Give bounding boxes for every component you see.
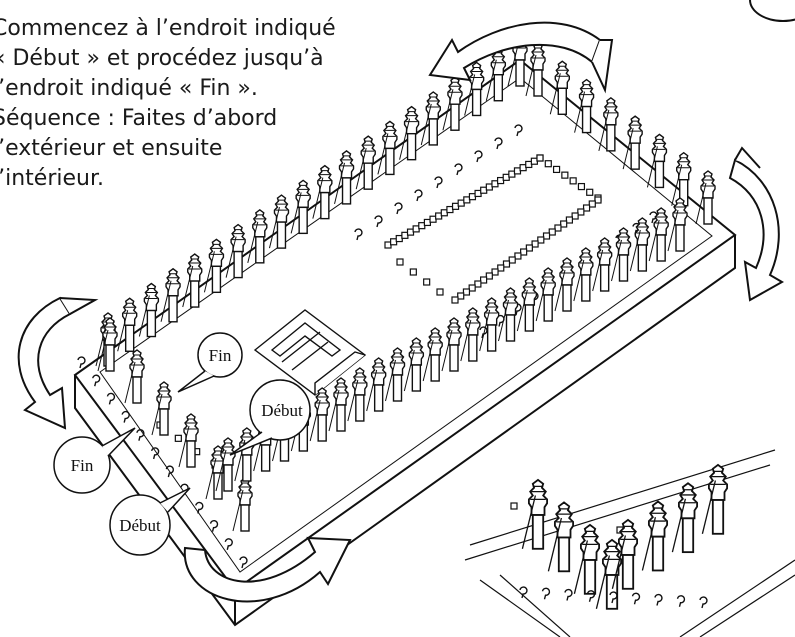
square: [577, 182, 586, 191]
instruction-text: Commencez à l’endroit indiqué « Début » …: [0, 14, 392, 194]
spindle: [573, 523, 601, 595]
square: [582, 204, 591, 212]
hook: [676, 595, 686, 608]
instruction-line-6: l’intérieur.: [0, 166, 104, 191]
callout-debut-inner-label: Début: [261, 401, 303, 420]
square: [468, 284, 476, 292]
square: [451, 296, 459, 304]
square: [474, 280, 482, 288]
square: [571, 212, 579, 220]
instruction-line-2: « Début » et procédez jusqu’à: [0, 46, 324, 71]
hook: [699, 596, 708, 609]
square: [436, 288, 444, 296]
square: [409, 268, 417, 276]
square: [491, 268, 499, 276]
square: [552, 165, 561, 174]
square: [531, 240, 539, 248]
spindle: [641, 500, 669, 572]
callout-fin-outer: Fin: [53, 427, 136, 494]
hook: [77, 356, 86, 369]
spindle: [701, 463, 729, 535]
square: [561, 171, 569, 179]
hook: [541, 587, 551, 600]
square: [577, 208, 585, 216]
arrow-top-icon: [428, 21, 614, 94]
square: [548, 228, 556, 236]
square: [569, 177, 577, 185]
spindle: [595, 538, 623, 610]
square: [520, 248, 528, 256]
arrow-right-icon: [728, 146, 785, 302]
square: [174, 434, 182, 442]
square: [544, 160, 552, 168]
arrow-bottom-icon: [183, 536, 352, 603]
callout-fin-inner-label: Fin: [209, 346, 232, 365]
square: [565, 216, 574, 224]
square: [554, 224, 562, 232]
raised-block: [253, 309, 367, 396]
instruction-line-1: Commencez à l’endroit indiqué: [0, 16, 336, 41]
square: [542, 232, 551, 240]
square: [497, 264, 505, 272]
spindle: [671, 482, 699, 554]
square: [594, 196, 602, 204]
instruction-line-3: l’endroit indiqué « Fin ».: [0, 76, 258, 101]
square: [480, 276, 488, 284]
square: [586, 188, 594, 196]
square: [560, 220, 568, 228]
instruction-line-4: Séquence : Faites d’abord: [0, 106, 278, 131]
square: [525, 244, 533, 252]
square: [396, 258, 404, 266]
detail-inset: [464, 449, 795, 637]
square: [462, 288, 471, 296]
square: [537, 236, 545, 244]
hook: [564, 588, 573, 602]
square: [485, 272, 493, 280]
hook: [654, 593, 663, 607]
callout-fin-inner: Fin: [177, 332, 243, 393]
callout-debut-outer-label: Début: [119, 516, 161, 535]
arrow-left-icon: [17, 296, 99, 430]
spindle: [521, 478, 549, 550]
square: [508, 256, 516, 264]
hook: [631, 592, 641, 605]
callout-debut-outer: Début: [109, 487, 191, 556]
spindle: [547, 501, 575, 573]
callout-fin-outer-label: Fin: [71, 456, 94, 475]
square: [423, 278, 431, 286]
square: [457, 292, 465, 300]
square: [502, 260, 511, 268]
square: [588, 200, 596, 208]
callout-debut-inner: Début: [229, 379, 311, 456]
square: [514, 252, 522, 260]
instruction-line-5: l’extérieur et ensuite: [0, 136, 223, 161]
square: [536, 154, 544, 162]
